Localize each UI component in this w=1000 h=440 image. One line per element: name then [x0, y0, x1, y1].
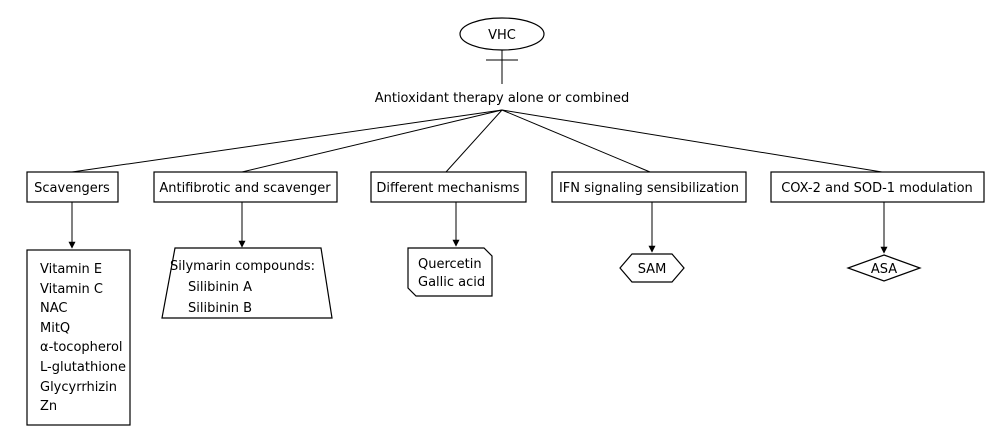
silymarin-item: Silibinin B: [188, 301, 252, 316]
category-label-antifibrotic: Antifibrotic and scavenger: [159, 181, 331, 196]
category-box-cox: [770, 171, 985, 203]
silymarin-title: Silymarin compounds:: [170, 259, 315, 274]
category-box-antifibrotic: [153, 171, 338, 203]
scavengers-list: Vitamin E Vitamin C NAC MitQ α-tocopherolL-g…: [40, 262, 126, 414]
silymarin-trapezoid: [161, 247, 333, 319]
sam-label: SAM: [638, 262, 667, 277]
asa-diamond: [846, 254, 922, 282]
different-mechanisms-box: [407, 247, 493, 297]
category-box-ifn: [551, 171, 747, 203]
category-label-different: Different mechanisms: [376, 181, 519, 196]
category-label-scavengers: Scavengers: [34, 181, 110, 196]
sam-hexagon: [619, 253, 685, 283]
asa-label: ASA: [871, 262, 897, 277]
therapy-label: Antioxidant therapy alone or combined: [375, 91, 630, 106]
category-label-cox: COX-2 and SOD-1 modulation: [781, 181, 973, 196]
scavenger-item: α-tocopherol: [40, 340, 123, 355]
fan-line-ifn: [501, 109, 651, 173]
scavenger-item: Glycyrrhizin: [40, 380, 117, 395]
different-mechanisms-item: Quercetin: [418, 257, 482, 272]
scavenger-item: Zn: [40, 399, 57, 414]
vhc-label: VHC: [488, 28, 516, 43]
silymarin-item: Silibinin A: [188, 280, 252, 295]
category-label-ifn: IFN signaling sensibilization: [559, 181, 739, 196]
scavenger-item: Vitamin C: [40, 282, 103, 297]
fan-line-different: [445, 109, 503, 173]
scavenger-item: Vitamin E: [40, 262, 102, 277]
scavengers-list-box: [26, 249, 131, 426]
category-box-different: [370, 171, 527, 203]
scavenger-item: MitQ: [40, 321, 70, 336]
fan-line-cox: [501, 109, 883, 173]
scavenger-item: L-glutathione: [40, 360, 126, 375]
category-box-scavengers: [26, 171, 119, 203]
fan-line-scavengers: [71, 109, 503, 173]
different-mechanisms-item: Gallic acid: [418, 275, 485, 290]
fan-line-antifibrotic: [241, 109, 503, 173]
scavenger-item: NAC: [40, 301, 67, 316]
